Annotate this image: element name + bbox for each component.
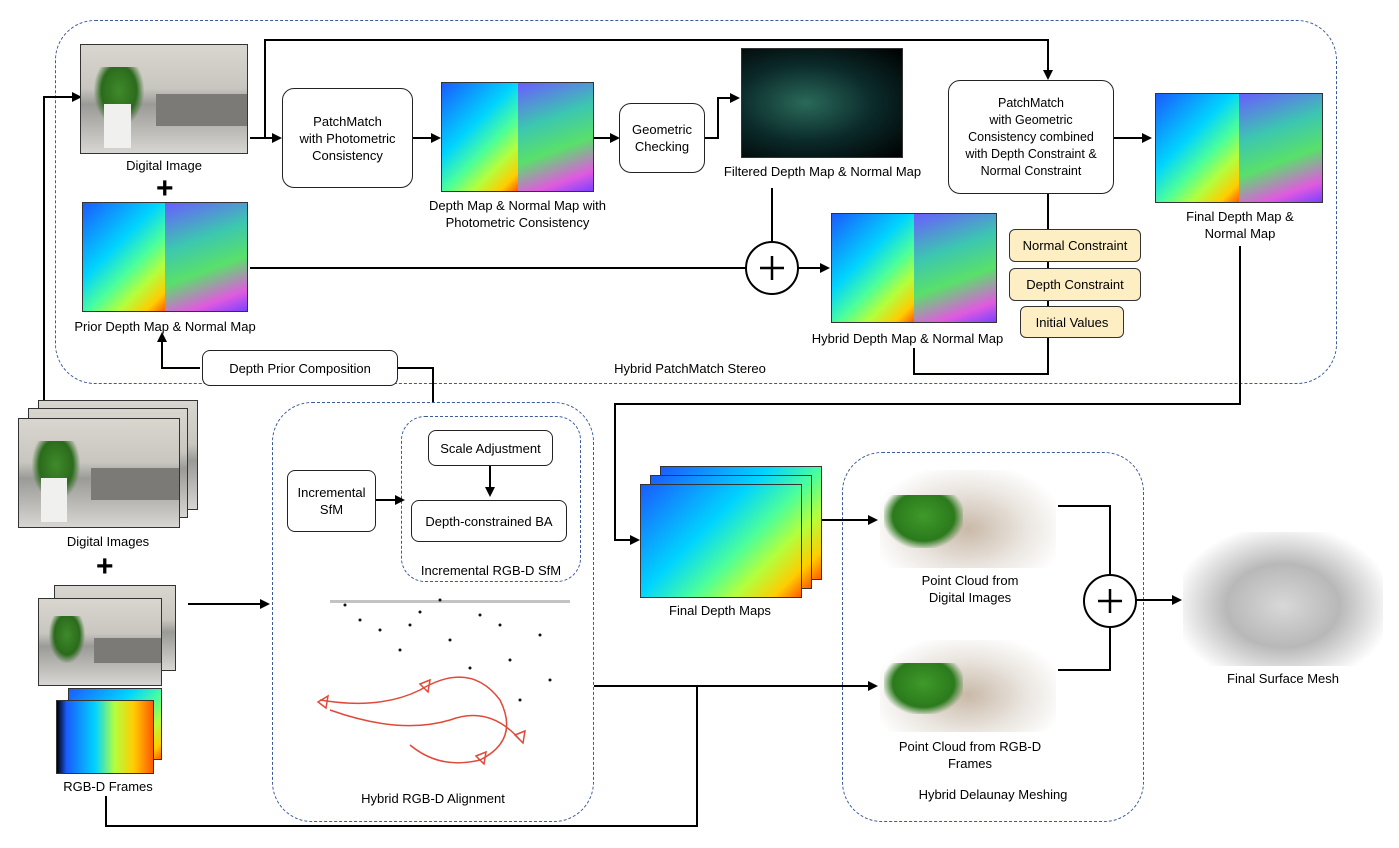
hybrid-delaunay-panel (842, 452, 1144, 822)
depth-prior-composition-box: Depth Prior Composition (202, 350, 398, 386)
digital-image-label: Digital Image (126, 158, 202, 173)
sparse-point-cloud (330, 598, 570, 702)
digital-image-thumb (80, 44, 248, 154)
plus-sign-inputs: + (96, 550, 114, 583)
hybrid-patchmatch-panel (55, 20, 1337, 384)
rgbd-depth-stack-front (56, 700, 154, 774)
depth-constrained-ba-box: Depth-constrained BA (411, 500, 567, 542)
point-cloud-rgbd-label: Point Cloud from RGB-D Frames (898, 739, 1042, 771)
plus-sign-top: + (156, 172, 174, 205)
normal-constraint-box: Normal Constraint (1009, 229, 1141, 262)
final-depth-thumb (1155, 93, 1323, 203)
filtered-depth-label: Filtered Depth Map & Normal Map (723, 164, 922, 179)
incremental-sfm-box: Incremental SfM (287, 470, 376, 532)
filtered-depth-thumb (741, 48, 903, 158)
rgbd-color-stack-front (38, 598, 162, 686)
scale-adjustment-box: Scale Adjustment (428, 430, 553, 466)
point-cloud-rgbd-thumb (880, 640, 1056, 732)
hybrid-patchmatch-title: Hybrid PatchMatch Stereo (614, 361, 766, 376)
final-depth-maps-front (640, 484, 802, 598)
digital-images-stack-front (18, 418, 180, 528)
final-surface-mesh-label: Final Surface Mesh (1227, 671, 1339, 686)
digital-images-label: Digital Images (66, 534, 150, 549)
patchmatch-photometric-box: PatchMatch with Photometric Consistency (282, 88, 413, 188)
hybrid-depth-thumb (831, 213, 997, 323)
hybrid-alignment-panel (272, 402, 594, 822)
depth-photometric-label: Depth Map & Normal Map with Photometric … (428, 198, 606, 230)
hybrid-alignment-title: Hybrid RGB-D Alignment (361, 791, 505, 806)
depth-photometric-thumb (441, 82, 594, 192)
incremental-rgbd-sfm-label: Incremental RGB-D SfM (420, 563, 562, 578)
point-cloud-digital-thumb (880, 470, 1056, 568)
point-cloud-digital-label: Point Cloud from Digital Images (921, 573, 1019, 605)
geometric-checking-box: Geometric Checking (619, 103, 705, 173)
prior-depth-thumb (82, 202, 248, 312)
hybrid-delaunay-title: Hybrid Delaunay Meshing (918, 787, 1068, 802)
final-depth-map-label: Final Depth Map & Normal Map (1186, 209, 1294, 241)
rgbd-frames-label: RGB-D Frames (63, 779, 153, 794)
final-depth-maps-label: Final Depth Maps (669, 603, 771, 618)
camera-trajectory (316, 676, 526, 766)
hybrid-depth-label: Hybrid Depth Map & Normal Map (811, 331, 1004, 346)
patchmatch-geometric-box: PatchMatch with Geometric Consistency co… (948, 80, 1114, 194)
prior-depth-label: Prior Depth Map & Normal Map (74, 319, 256, 334)
depth-constraint-box: Depth Constraint (1009, 268, 1141, 301)
final-surface-mesh-thumb (1183, 532, 1383, 666)
initial-values-box: Initial Values (1020, 306, 1124, 338)
